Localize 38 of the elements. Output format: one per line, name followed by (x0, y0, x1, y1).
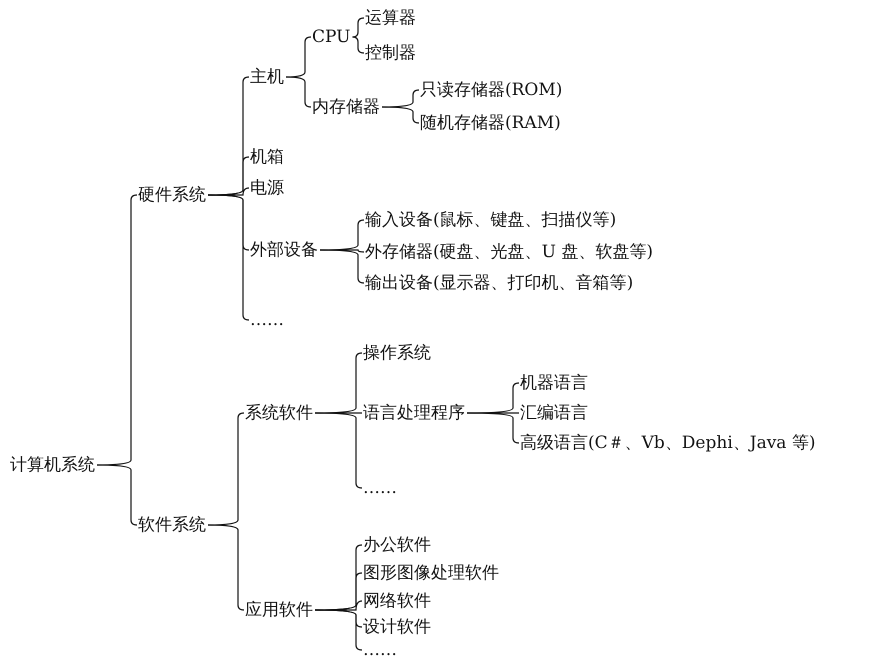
tree-label: 机器语言 (520, 373, 588, 393)
tree-label: 系统软件 (245, 403, 313, 423)
tree-label: 硬件系统 (138, 185, 206, 205)
tree-label: 内存储器 (312, 97, 380, 117)
tree-label: 汇编语言 (520, 403, 588, 423)
brace-connector (286, 76, 312, 108)
tree-label: 图形图像处理软件 (363, 563, 499, 583)
tree-label: 语言处理程序 (363, 403, 465, 423)
tree-label: 输入设备(鼠标、键盘、扫描仪等) (365, 210, 616, 230)
tree-label: 主机 (250, 67, 284, 87)
tree-label: 软件系统 (138, 515, 206, 535)
tree-label: 运算器 (365, 8, 416, 28)
tree-label: 输出设备(显示器、打印机、音箱等) (365, 273, 634, 293)
tree-label: 高级语言(C＃、Vb、Dephi、Java 等) (520, 433, 816, 453)
tree-label: 只读存储器(ROM) (420, 80, 562, 100)
tree-label: 机箱 (250, 147, 284, 167)
tree-label: 网络软件 (363, 591, 431, 611)
tree-label: 设计软件 (363, 617, 431, 637)
brace-connector (352, 17, 364, 38)
tree-label: 操作系统 (363, 343, 431, 363)
tree-label: 外存储器(硬盘、光盘、U 盘、软盘等) (365, 242, 653, 262)
brace-connector (382, 106, 420, 124)
tree-label: …… (363, 640, 397, 658)
brace-connector (97, 464, 138, 526)
brace-connector (352, 36, 364, 54)
tree-label: CPU (312, 27, 350, 47)
tree-label: 计算机系统 (10, 455, 95, 475)
tree-label: 控制器 (365, 43, 416, 63)
tree-label: …… (250, 310, 284, 330)
tree-label: 随机存储器(RAM) (420, 113, 561, 133)
tree-label: 电源 (250, 178, 284, 198)
brace-connector (208, 194, 250, 321)
tree-label: 应用软件 (245, 600, 313, 620)
tree-label: …… (363, 478, 397, 498)
brace-connector (315, 412, 362, 489)
tree-label: 办公软件 (363, 535, 431, 555)
tree-label: 外部设备 (250, 240, 318, 260)
brace-connector (208, 524, 244, 611)
